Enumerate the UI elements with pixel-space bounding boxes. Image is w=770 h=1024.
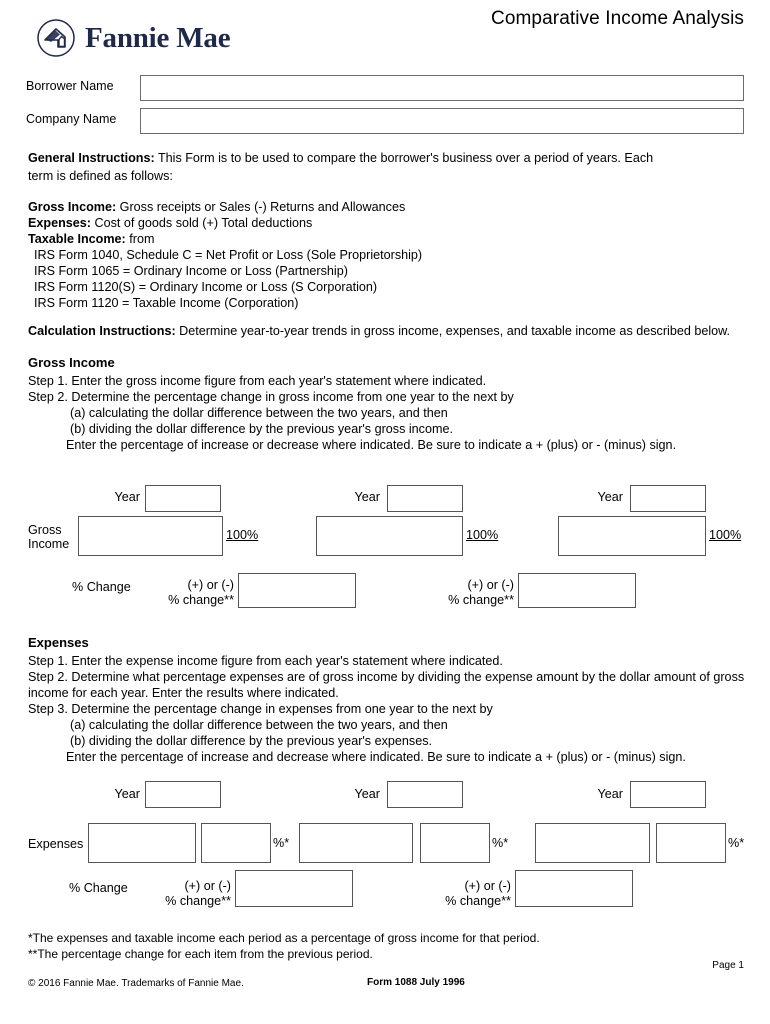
gross-year-label-1: Year: [114, 490, 140, 504]
expenses-amount-input-3[interactable]: [535, 823, 650, 863]
gross-income-step-1: Step 1. Enter the gross income figure fr…: [28, 374, 487, 388]
borrower-name-input[interactable]: [140, 75, 744, 101]
definition-taxable-income-text: from: [125, 232, 155, 246]
irs-form-line-1: IRS Form 1040, Schedule C = Net Profit o…: [34, 248, 423, 262]
company-name-label: Company Name: [26, 112, 117, 126]
gross-amount-input-1[interactable]: [78, 516, 223, 556]
gross-change-caption-1-line1: (+) or (-): [187, 578, 234, 592]
definition-gross-income: Gross Income: Gross receipts or Sales (-…: [28, 199, 405, 216]
expenses-step-2-cont: income for each year. Enter the results …: [28, 686, 339, 700]
expenses-change-caption-2: (+) or (-) % change**: [427, 879, 511, 909]
gross-income-row-label-line1: Gross: [28, 523, 62, 537]
company-name-row: Company Name: [0, 108, 770, 134]
expenses-change-input-2[interactable]: [515, 870, 633, 907]
copyright-notice: © 2016 Fannie Mae. Trademarks of Fannie …: [28, 978, 244, 989]
gross-amount-input-3[interactable]: [558, 516, 706, 556]
gross-income-heading: Gross Income: [28, 355, 115, 370]
gross-income-row-label: Gross Income: [28, 523, 69, 551]
expenses-percent-star-3: %*: [728, 836, 745, 850]
expenses-step-1: Step 1. Enter the expense income figure …: [28, 654, 503, 668]
gross-year-input-2[interactable]: [387, 485, 463, 512]
expenses-percent-input-2[interactable]: [420, 823, 490, 863]
expenses-percent-input-1[interactable]: [201, 823, 271, 863]
calculation-instructions-text: Determine year-to-year trends in gross i…: [175, 324, 731, 338]
gross-change-caption-1-line2: % change**: [168, 593, 234, 607]
expenses-sub-c: Enter the percentage of increase and dec…: [66, 750, 686, 764]
general-instructions-text-1: This Form is to be used to compare the b…: [154, 151, 654, 165]
gross-amount-input-2[interactable]: [316, 516, 463, 556]
definition-taxable-income: Taxable Income: from: [28, 231, 154, 248]
definition-expenses: Expenses: Cost of goods sold (+) Total d…: [28, 215, 312, 232]
gross-change-caption-2-line1: (+) or (-): [467, 578, 514, 592]
gross-year-label-2: Year: [354, 490, 380, 504]
company-name-input[interactable]: [140, 108, 744, 134]
calculation-instructions-line: Calculation Instructions: Determine year…: [28, 323, 730, 340]
expenses-year-input-3[interactable]: [630, 781, 706, 808]
borrower-name-row: Borrower Name: [0, 75, 770, 101]
page-number: Page 1: [712, 960, 744, 971]
expenses-year-input-2[interactable]: [387, 781, 463, 808]
gross-year-label-3: Year: [597, 490, 623, 504]
expenses-step-2: Step 2. Determine what percentage expens…: [28, 670, 745, 684]
definition-gross-income-text: Gross receipts or Sales (-) Returns and …: [116, 200, 406, 214]
borrower-name-label: Borrower Name: [26, 79, 114, 93]
gross-income-step-2: Step 2. Determine the percentage change …: [28, 390, 514, 404]
gross-change-label: % Change: [72, 580, 131, 594]
expenses-change-input-1[interactable]: [235, 870, 353, 907]
expenses-change-caption-1-line2: % change**: [165, 894, 231, 908]
gross-percent-100-2: 100%: [466, 528, 499, 542]
page-title: Comparative Income Analysis: [491, 8, 744, 29]
brand-logo: Fannie Mae: [36, 18, 231, 58]
gross-change-caption-1: (+) or (-) % change**: [150, 578, 234, 608]
irs-form-line-4: IRS Form 1120 = Taxable Income (Corporat…: [34, 296, 299, 310]
expenses-amount-input-1[interactable]: [88, 823, 196, 863]
definition-expenses-text: Cost of goods sold (+) Total deductions: [91, 216, 313, 230]
expenses-change-label: % Change: [69, 881, 128, 895]
expenses-change-caption-1: (+) or (-) % change**: [147, 879, 231, 909]
expenses-sub-b: (b) dividing the dollar difference by th…: [70, 734, 432, 748]
general-instructions-line-2: term is defined as follows:: [28, 169, 173, 183]
page-header: Comparative Income Analysis Fannie Mae: [0, 0, 770, 62]
general-instructions-heading: General Instructions:: [28, 151, 155, 165]
expenses-change-caption-1-line1: (+) or (-): [184, 879, 231, 893]
expenses-change-caption-2-line1: (+) or (-): [464, 879, 511, 893]
gross-change-input-2[interactable]: [518, 573, 636, 608]
gross-income-sub-a: (a) calculating the dollar difference be…: [70, 406, 448, 420]
brand-name: Fannie Mae: [85, 21, 231, 54]
gross-income-sub-c: Enter the percentage of increase or decr…: [66, 438, 677, 452]
expenses-percent-input-3[interactable]: [656, 823, 726, 863]
expenses-change-caption-2-line2: % change**: [445, 894, 511, 908]
gross-income-row-label-line2: Income: [28, 537, 70, 551]
expenses-amount-input-2[interactable]: [299, 823, 413, 863]
gross-year-input-3[interactable]: [630, 485, 706, 512]
definition-taxable-income-term: Taxable Income:: [28, 232, 126, 246]
irs-form-line-2: IRS Form 1065 = Ordinary Income or Loss …: [34, 264, 348, 278]
expenses-percent-star-2: %*: [492, 836, 509, 850]
expenses-year-input-1[interactable]: [145, 781, 221, 808]
expenses-heading: Expenses: [28, 635, 89, 650]
gross-percent-100-3: 100%: [709, 528, 742, 542]
irs-form-line-3: IRS Form 1120(S) = Ordinary Income or Lo…: [34, 280, 378, 294]
expenses-step-3: Step 3. Determine the percentage change …: [28, 702, 493, 716]
gross-percent-100-1: 100%: [226, 528, 259, 542]
footnote-single-asterisk: *The expenses and taxable income each pe…: [28, 931, 540, 945]
expenses-sub-a: (a) calculating the dollar difference be…: [70, 718, 448, 732]
expenses-year-label-3: Year: [597, 787, 623, 801]
form-identifier: Form 1088 July 1996: [367, 977, 465, 988]
expenses-row-label: Expenses: [28, 837, 84, 851]
footnote-double-asterisk: **The percentage change for each item fr…: [28, 947, 373, 961]
definition-gross-income-term: Gross Income:: [28, 200, 117, 214]
gross-change-caption-2: (+) or (-) % change**: [430, 578, 514, 608]
gross-year-input-1[interactable]: [145, 485, 221, 512]
gross-income-sub-b: (b) dividing the dollar difference by th…: [70, 422, 453, 436]
expenses-year-label-2: Year: [354, 787, 380, 801]
general-instructions-line-1: General Instructions: This Form is to be…: [28, 150, 653, 167]
fannie-mae-house-circle-icon: [36, 18, 76, 58]
expenses-percent-star-1: %*: [273, 836, 290, 850]
definition-expenses-term: Expenses:: [28, 216, 91, 230]
gross-change-input-1[interactable]: [238, 573, 356, 608]
expenses-year-label-1: Year: [114, 787, 140, 801]
calculation-instructions-heading: Calculation Instructions:: [28, 324, 176, 338]
gross-change-caption-2-line2: % change**: [448, 593, 514, 607]
